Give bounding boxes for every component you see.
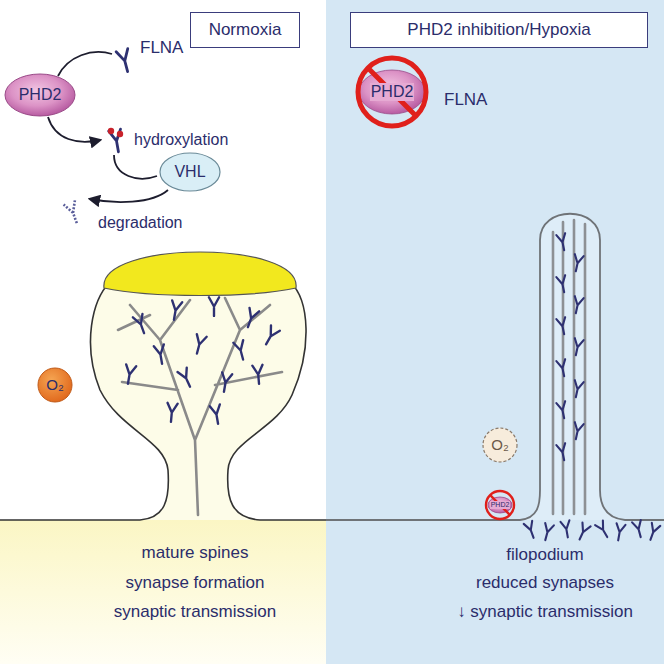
flna-molecule: [166, 403, 178, 423]
node-text: PHD2: [490, 501, 511, 509]
flna-molecule: [556, 275, 568, 293]
enzyme-shape: [359, 70, 425, 114]
flna-molecule: [556, 317, 568, 335]
flna-molecule: [646, 523, 660, 542]
flna-molecule: [169, 300, 182, 320]
membrane-flna-group: [524, 520, 661, 541]
flna-molecule: [133, 314, 149, 335]
normoxia-panel: [0, 0, 326, 664]
caption-label: filopodium: [506, 545, 584, 565]
flna-molecule: [571, 296, 583, 314]
vhl-binding-curve: [114, 155, 157, 179]
caption-label: FLNA: [140, 38, 183, 58]
caption-label: ↓ synaptic transmission: [457, 602, 633, 622]
flna-molecule: [556, 401, 568, 419]
caption-label: degradation: [98, 214, 183, 232]
filopodium-membrane: [326, 214, 664, 520]
flna-molecule: [123, 364, 136, 384]
flna-molecule: [632, 520, 645, 538]
caption-label: mature spines: [142, 543, 249, 563]
flna-molecule: [192, 334, 207, 355]
flna-molecule: [178, 368, 195, 389]
flna-molecule: [262, 326, 280, 347]
binding-curve: [58, 52, 112, 76]
degraded-flna: [64, 200, 83, 225]
hypoxia-panel: [326, 0, 664, 664]
inhibited-enzyme: PHD2: [356, 56, 428, 128]
node-text: PHD2: [370, 83, 415, 101]
flna-molecule: [209, 297, 219, 316]
hydroxyl-dot: [117, 131, 123, 137]
flna-molecule: [252, 365, 264, 385]
flna-molecule: [541, 523, 554, 541]
condition-box: Normoxia: [190, 12, 300, 48]
node-text: O₂: [46, 377, 64, 394]
flna-molecule: [154, 344, 167, 364]
inhibition-ring: [486, 491, 514, 519]
ligase-ellipse: VHL: [159, 152, 221, 192]
node-text: O₂: [491, 437, 509, 454]
actin-network: [118, 298, 282, 515]
condition-box: PHD2 inhibition/Hypoxia: [350, 12, 648, 48]
node-text: PHD2: [19, 86, 62, 104]
inhibition-ring: [358, 58, 426, 126]
dendritic-spine: [0, 282, 326, 520]
node-text: Normoxia: [209, 21, 282, 40]
inhibition-slash: [490, 495, 510, 515]
node-text: VHL: [174, 163, 205, 181]
caption-label: FLNA: [444, 90, 487, 110]
flna-molecule: [116, 49, 133, 73]
flna-molecule: [561, 520, 573, 538]
caption-label: synapse formation: [126, 573, 265, 593]
flna-molecule: [571, 380, 583, 398]
flna-molecule: [614, 523, 626, 541]
enzyme-ellipse: PHD2: [4, 73, 76, 117]
caption-label: synaptic transmission: [114, 602, 277, 622]
flna-molecule: [243, 308, 259, 329]
oxygen-shape: [483, 428, 517, 462]
oxygen-circle: O₂: [37, 367, 73, 403]
low-oxygen-circle: O₂: [482, 427, 518, 463]
flna-molecule: [571, 422, 583, 440]
enzyme-shape: [5, 74, 75, 116]
caption-label: reduced synapses: [476, 573, 614, 593]
flna-molecule: [556, 443, 568, 461]
enzyme-shape: [488, 497, 512, 513]
dendrite-ground: [0, 520, 326, 664]
flna-molecule: [571, 254, 583, 272]
postsynaptic-density: [104, 252, 296, 296]
flna-molecule: [595, 521, 611, 540]
hydroxyl-dot: [108, 128, 114, 134]
caption-label: hydroxylation: [134, 131, 228, 149]
hydroxylation-arrow: [48, 117, 100, 142]
inhibition-slash: [368, 68, 416, 116]
inhibited-enzyme-small: PHD2: [485, 490, 515, 520]
ligase-shape: [160, 153, 220, 191]
node-text: PHD2 inhibition/Hypoxia: [407, 21, 590, 40]
parallel-actin: [553, 220, 585, 514]
flna-molecule: [233, 340, 248, 361]
degradation-arrow: [90, 190, 168, 202]
flna-molecule: [524, 521, 538, 540]
flna-molecule: [575, 523, 590, 542]
flna-molecule: [219, 372, 232, 392]
flna-molecule: [556, 233, 568, 251]
oxygen-shape: [38, 368, 72, 402]
flna-molecule: [556, 359, 568, 377]
flna-molecule: [571, 338, 583, 356]
flna-molecule: [210, 404, 223, 424]
